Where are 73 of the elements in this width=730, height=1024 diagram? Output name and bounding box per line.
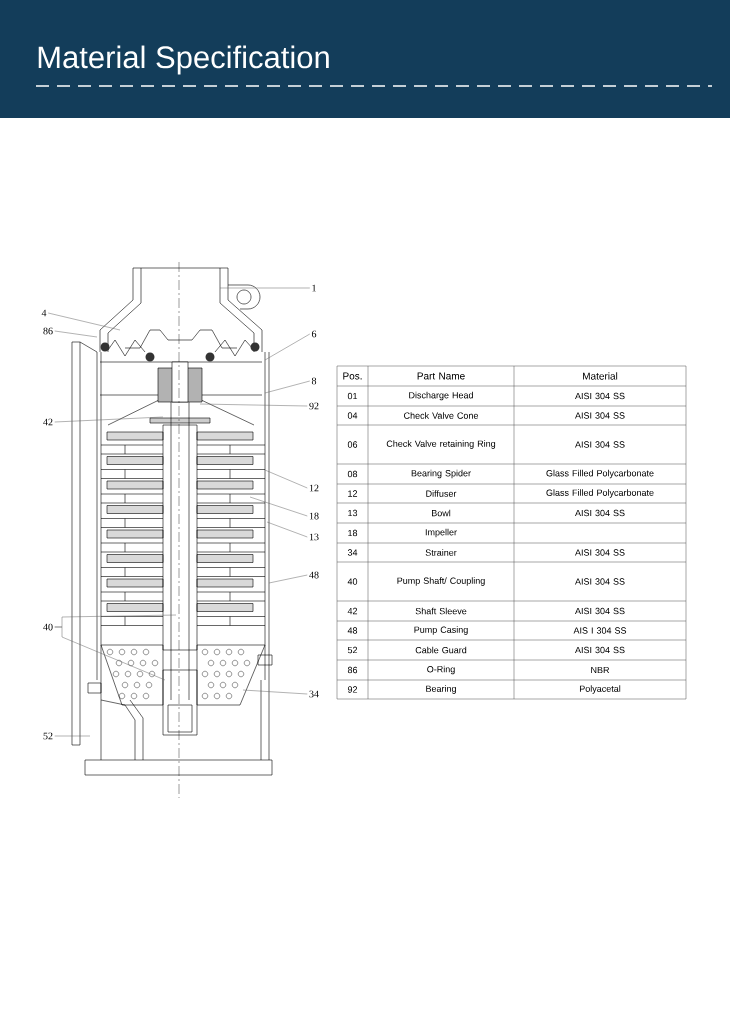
leader-line [266,521,308,538]
table-header: Pos. [343,372,362,380]
table-entry: AISI 304 SS [575,549,625,556]
callout-number: 40 [43,623,53,631]
table-entry: Check Valve Cone [404,412,479,419]
table-entry: Cable Guard [415,646,467,654]
leader-line [54,330,98,338]
callout-number: 18 [309,512,319,520]
table-entry: Diffuser [426,490,457,497]
table-entry: 86 [347,666,358,674]
callout-number: 52 [43,732,53,740]
table-entry: 04 [347,412,358,419]
title: Material Specification [38,45,329,75]
table-entry: AISI 304 SS [575,509,625,517]
table-entry: NBR [591,666,610,674]
table-entry: 42 [347,607,358,615]
leader-line [268,574,308,584]
table-entry: AISI 304 SS [575,392,625,400]
table-entry: O-Ring [427,665,455,675]
table-header: Part Name [417,372,465,380]
table-entry: 92 [347,686,358,693]
callout-number: 48 [309,571,319,579]
leader-line [249,496,308,517]
leader-line [264,380,311,394]
table-entry: Glass Filled Polycarbonate [546,489,654,498]
table-entry: AIS I 304 SS [573,627,627,634]
table-entry: Bearing [426,685,456,694]
leader-line [47,312,121,331]
table-entry: 40 [347,578,358,585]
callout-number: 13 [309,533,319,541]
leader-line [219,287,311,289]
table-entry: Pump Shaft/ Coupling [397,577,485,586]
leader-line [54,626,166,681]
callout-number: 8 [311,377,317,385]
table-entry: Polyacetal [580,685,621,694]
callout-number: 12 [309,484,319,492]
table-entry: 08 [347,470,358,478]
table-entry: Bearing Spider [411,469,471,479]
table-entry: AISI 304 SS [575,578,625,585]
table-entry: AISI 304 SS [575,607,625,615]
callout-number: 42 [43,418,53,426]
table-entry: Strainer [425,549,457,556]
callout-number: 34 [309,690,319,698]
table-entry: Discharge Head [409,391,473,401]
table-entry: Shaft Sleeve [415,607,467,615]
callout-number: 92 [309,402,319,410]
leader-line [264,469,308,489]
table-entry: Glass Filled Polycarbonate [546,469,654,479]
table-entry: 48 [347,627,358,634]
table-entry: 52 [347,646,358,654]
table-entry: 01 [347,392,358,400]
table-entry: 06 [347,441,358,448]
table-entry: 12 [348,490,358,497]
leader-line [199,403,308,407]
table-header: Material [583,372,618,380]
leader-line [54,735,91,737]
table-entry: Impeller [425,528,457,538]
table-entry: 13 [348,509,358,517]
table-entry: Bowl [432,509,451,517]
table-entry: Pump Casing [414,626,468,635]
table-entry: AISI 304 SS [575,441,625,448]
callout-number: 1 [312,284,316,292]
leader-line [242,689,308,695]
leader-line [264,333,311,361]
callout-number: 4 [41,309,47,317]
callout-number: 86 [43,327,53,335]
table-entry: AISI 304 SS [575,646,625,654]
callout-number: 6 [311,330,317,338]
table-entry: AISI 304 SS [575,412,625,419]
table-entry: 34 [347,549,358,556]
leader-line [54,416,164,423]
table-entry: 18 [348,529,358,537]
table-entry: Check Valve retaining Ring [386,440,496,449]
